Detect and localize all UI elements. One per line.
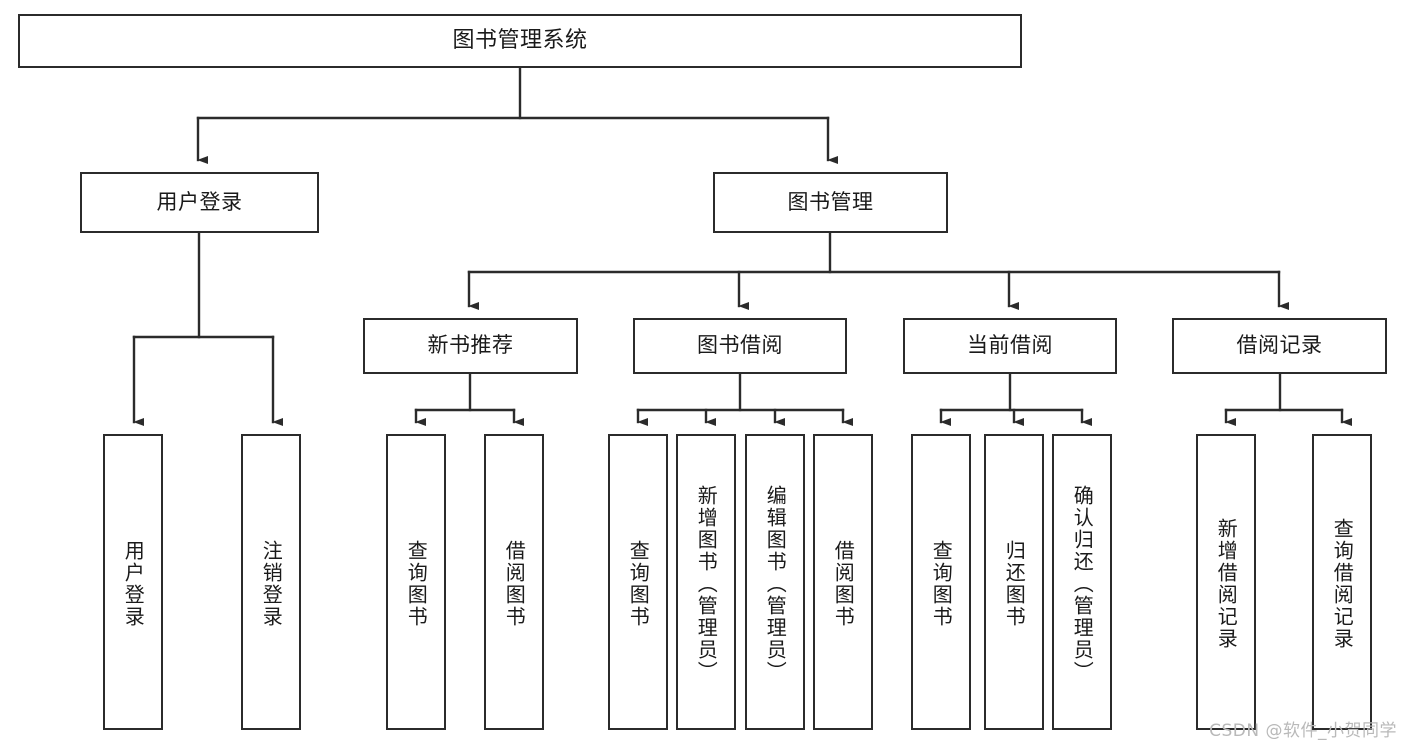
watermark-text: CSDN @软件_小贺同学 bbox=[1209, 721, 1397, 741]
node-label: 图书借阅 bbox=[697, 333, 783, 358]
node-label: 图书管理系统 bbox=[452, 27, 588, 53]
node-label: 用户登录 bbox=[156, 189, 243, 214]
node-label: 新增借阅记录 bbox=[1214, 518, 1239, 650]
node-leaf-query-books-current[interactable]: 查询图书 bbox=[911, 434, 971, 730]
node-label: 确认归还（管理员） bbox=[1070, 485, 1095, 683]
node-label: 编辑图书（管理员） bbox=[763, 485, 788, 683]
node-label: 借阅图书 bbox=[502, 540, 527, 628]
node-label: 注销登录 bbox=[259, 540, 284, 628]
node-leaf-return-books[interactable]: 归还图书 bbox=[984, 434, 1044, 730]
node-root-system[interactable]: 图书管理系统 bbox=[18, 14, 1022, 68]
node-leaf-edit-book-admin[interactable]: 编辑图书（管理员） bbox=[745, 434, 805, 730]
node-label: 查询图书 bbox=[626, 540, 651, 628]
node-label: 当前借阅 bbox=[967, 333, 1053, 358]
node-leaf-query-borrow-record[interactable]: 查询借阅记录 bbox=[1312, 434, 1372, 730]
node-leaf-borrow-books[interactable]: 借阅图书 bbox=[813, 434, 873, 730]
node-label: 查询借阅记录 bbox=[1330, 518, 1355, 650]
node-book-borrow[interactable]: 图书借阅 bbox=[633, 318, 847, 374]
node-label: 查询图书 bbox=[404, 540, 429, 628]
node-book-management[interactable]: 图书管理 bbox=[713, 172, 948, 233]
node-leaf-add-borrow-record[interactable]: 新增借阅记录 bbox=[1196, 434, 1256, 730]
node-new-book-recommend[interactable]: 新书推荐 bbox=[363, 318, 578, 374]
node-current-borrow[interactable]: 当前借阅 bbox=[903, 318, 1117, 374]
node-leaf-add-book-admin[interactable]: 新增图书（管理员） bbox=[676, 434, 736, 730]
node-user-login[interactable]: 用户登录 bbox=[80, 172, 319, 233]
node-label: 借阅记录 bbox=[1236, 333, 1323, 358]
node-label: 借阅图书 bbox=[831, 540, 856, 628]
node-leaf-borrow-books-new[interactable]: 借阅图书 bbox=[484, 434, 544, 730]
node-label: 新增图书（管理员） bbox=[694, 485, 719, 683]
node-leaf-query-books-new[interactable]: 查询图书 bbox=[386, 434, 446, 730]
node-label: 归还图书 bbox=[1002, 540, 1027, 628]
node-borrow-records[interactable]: 借阅记录 bbox=[1172, 318, 1387, 374]
node-leaf-user-login[interactable]: 用户登录 bbox=[103, 434, 163, 730]
node-leaf-query-books-borrow[interactable]: 查询图书 bbox=[608, 434, 668, 730]
node-label: 图书管理 bbox=[787, 189, 874, 214]
node-label: 用户登录 bbox=[121, 540, 146, 628]
node-leaf-confirm-return-admin[interactable]: 确认归还（管理员） bbox=[1052, 434, 1112, 730]
node-leaf-logout[interactable]: 注销登录 bbox=[241, 434, 301, 730]
node-label: 查询图书 bbox=[929, 540, 954, 628]
node-label: 新书推荐 bbox=[427, 333, 514, 358]
